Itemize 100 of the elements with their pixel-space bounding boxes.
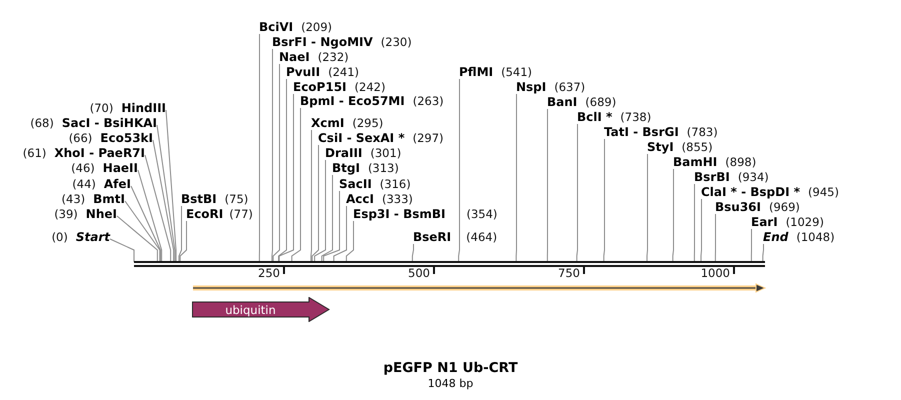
site-position: (934): [738, 170, 769, 184]
leader-line: [694, 184, 695, 262]
enzyme-name: BclI *: [577, 110, 612, 124]
enzyme-name: BanI: [547, 95, 578, 109]
site-position: (898): [725, 155, 756, 169]
enzyme-name: NspI: [516, 80, 546, 94]
enzyme-name: Eco53kI: [100, 131, 153, 145]
leader-line: [272, 48, 273, 262]
leader-line: [278, 94, 294, 262]
enzyme-name: Bsu36I: [715, 200, 761, 214]
enzyme-name: XhoI - PaeR7I: [54, 146, 145, 160]
site-position: (637): [554, 80, 586, 94]
site-position: (0): [52, 230, 68, 244]
site-position: (738): [620, 110, 652, 124]
site-position: (301): [370, 146, 402, 160]
enzyme-name: BmtI: [93, 192, 125, 206]
site-position: (313): [368, 161, 399, 175]
site-position: (46): [71, 161, 95, 175]
leader-line: [646, 154, 648, 262]
leader-line: [272, 64, 280, 262]
enzyme-name: DraIII: [325, 146, 362, 160]
leader-line: [603, 138, 605, 262]
site-position: (241): [328, 65, 360, 79]
site-position: (232): [318, 50, 349, 64]
site-position: (68): [30, 116, 54, 130]
leader-line: [116, 216, 158, 262]
enzyme-name: EcoP15I: [293, 80, 347, 94]
sequence-end-label: Start: [76, 230, 110, 244]
site-position: (295): [352, 116, 384, 130]
leader-line: [516, 94, 517, 262]
leader-line: [333, 206, 347, 262]
site-position: (316): [380, 177, 411, 191]
map-title: pEGFP N1 Ub-CRT: [383, 360, 518, 377]
enzyme-name: XcmI: [311, 116, 344, 130]
scale-label: 250: [258, 267, 280, 280]
site-position: (242): [354, 80, 386, 94]
leader-line: [700, 198, 702, 262]
leader-line: [412, 244, 414, 262]
enzyme-name: PflMI: [459, 65, 494, 79]
enzyme-name: BseRI: [413, 230, 452, 244]
site-position: (230): [380, 35, 412, 49]
site-position: (209): [301, 20, 332, 34]
enzyme-name: TatI - BsrGI: [604, 125, 679, 139]
leader-line: [258, 34, 260, 262]
leader-line: [672, 168, 674, 262]
enzyme-name: BstBI: [181, 192, 217, 206]
enzyme-name: NaeI: [279, 50, 310, 64]
site-position: (297): [412, 131, 444, 145]
leader-line: [152, 140, 174, 262]
leader-line: [314, 160, 326, 262]
enzyme-name: BpmI - Eco57MI: [300, 94, 405, 108]
leader-line: [762, 244, 764, 262]
leader-line: [138, 170, 162, 262]
leader-line: [178, 206, 182, 262]
feature-label: ubiquitin: [225, 302, 276, 316]
enzyme-name: BsrBI: [694, 170, 730, 184]
site-position: (43): [62, 192, 86, 206]
leader-line: [312, 144, 319, 262]
leader-line: [180, 220, 187, 262]
sequence-length: 1048 bp: [428, 377, 474, 390]
enzyme-name: NheI: [86, 207, 117, 221]
enzyme-name: Esp3I - BsmBI: [353, 207, 446, 221]
enzyme-name: BamHI: [673, 155, 718, 169]
site-position: (541): [501, 65, 532, 79]
leader-line: [156, 124, 176, 262]
leader-line: [124, 200, 160, 262]
enzyme-name: StyI: [647, 140, 674, 154]
site-position: (354): [466, 207, 498, 221]
leader-line: [346, 220, 354, 262]
leader-line: [321, 174, 333, 262]
sequence-end-label: End: [763, 230, 788, 244]
site-position: (969): [769, 200, 800, 214]
enzyme-name: EcoRI: [186, 207, 224, 221]
enzyme-name: SacII: [339, 177, 372, 191]
site-position: (783): [686, 125, 718, 139]
dna-backbone: [134, 261, 765, 267]
enzyme-name: ClaI * - BspDI *: [701, 185, 800, 199]
leader-line: [310, 130, 312, 262]
leader-line: [278, 78, 287, 262]
site-position: (77): [229, 207, 253, 221]
leader-line: [714, 214, 716, 262]
leader-line: [458, 78, 460, 262]
enzyme-name: BtgI: [332, 161, 360, 175]
site-position: (855): [682, 140, 713, 154]
scale-label: 500: [408, 267, 430, 280]
leader-line: [323, 190, 340, 262]
site-position: (1048): [796, 230, 835, 244]
leader-line: [144, 154, 172, 262]
enzyme-name: AccI: [346, 192, 374, 206]
enzyme-name: AfeI: [104, 177, 131, 191]
enzyme-name: BsrFI - NgoMIV: [272, 35, 373, 49]
enzyme-name: HaeII: [102, 161, 138, 175]
site-position: (1029): [786, 215, 824, 229]
site-position: (75): [224, 192, 248, 206]
leader-line: [130, 186, 161, 262]
leader-line: [576, 124, 578, 262]
site-position: (61): [22, 146, 46, 160]
site-position: (464): [466, 230, 498, 244]
site-position: (39): [54, 207, 78, 221]
enzyme-name: PvuII: [286, 65, 320, 79]
